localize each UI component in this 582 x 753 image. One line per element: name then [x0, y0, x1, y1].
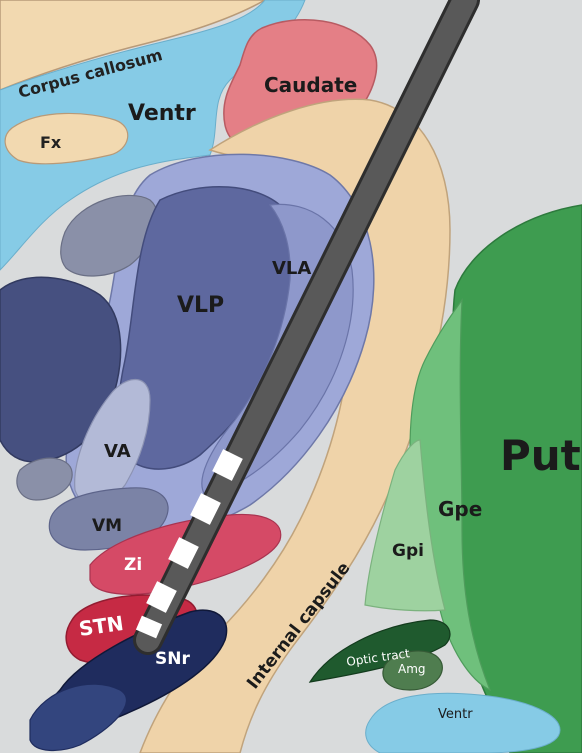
- electrode-contact-5: [146, 620, 152, 634]
- small-grey-nucleus-region: [17, 458, 72, 500]
- electrode-contact-1: [222, 454, 233, 476]
- electrode-contact-4: [156, 586, 167, 608]
- label-gpi: Gpi: [392, 541, 424, 561]
- label-snr: SNr: [155, 649, 190, 669]
- electrode-contact-3: [178, 542, 189, 564]
- label-amg: Amg: [398, 662, 426, 676]
- label-vla: VLA: [272, 258, 311, 279]
- electrode-contact-2: [200, 498, 211, 520]
- label-vm: VM: [92, 516, 122, 536]
- lower-blue-region: [30, 684, 126, 750]
- label-zi: Zi: [124, 555, 142, 575]
- label-ventricle-upper: Ventr: [128, 101, 196, 126]
- label-vlp: VLP: [177, 293, 224, 318]
- label-caudate: Caudate: [264, 73, 357, 97]
- label-gpe: Gpe: [438, 497, 482, 521]
- label-ventricle-lower: Ventr: [438, 707, 473, 722]
- label-va: VA: [104, 441, 131, 462]
- label-put: Put: [500, 431, 581, 480]
- label-fx: Fx: [40, 133, 62, 152]
